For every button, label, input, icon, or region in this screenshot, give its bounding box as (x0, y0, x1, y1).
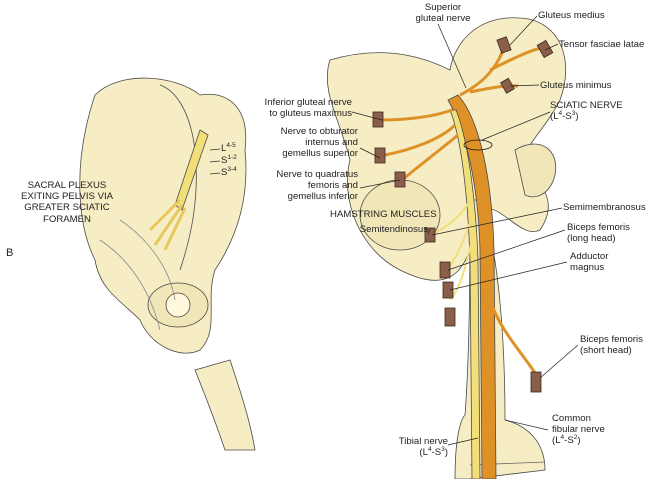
left-pelvis-illustration (79, 77, 256, 451)
label-biceps-femoris-long: Biceps femoris(long head) (567, 222, 630, 245)
label-semitendinosus: Semitendinosus (359, 224, 428, 235)
caption-line: GREATER SCIATIC (24, 202, 110, 214)
root-label-s1-2: S1-2 (221, 153, 237, 166)
caption-line: SACRAL PLEXUS (27, 180, 107, 191)
label-tensor-fasciae-latae: Tensor fasciae latae (559, 39, 645, 50)
label-gluteus-minimus: Gluteus minimus (540, 80, 612, 91)
label-semimembranosus: Semimembranosus (563, 202, 646, 213)
root-label-l4-5: L4-5 (221, 141, 236, 154)
label-biceps-femoris-short: Biceps femoris(short head) (580, 334, 643, 357)
caption-line: FORAMEN (43, 213, 91, 225)
caption-line: EXITING PELVIS VIA (20, 191, 114, 203)
panel-letter: B (6, 247, 14, 259)
root-label-s3-4: S3-4 (221, 165, 237, 178)
label-tibial-nerve: Tibial nerve (L4-S3) (398, 436, 448, 459)
label-sciatic-nerve: SCIATIC NERVE (L4-S3) (550, 100, 623, 123)
left-caption: SACRAL PLEXUS EXITING PELVIS VIA GREATER… (7, 180, 127, 225)
right-hip-thigh-illustration (326, 15, 579, 479)
label-hamstring-muscles: HAMSTRING MUSCLES (330, 209, 437, 220)
label-gluteus-medius: Gluteus medius (538, 10, 605, 21)
